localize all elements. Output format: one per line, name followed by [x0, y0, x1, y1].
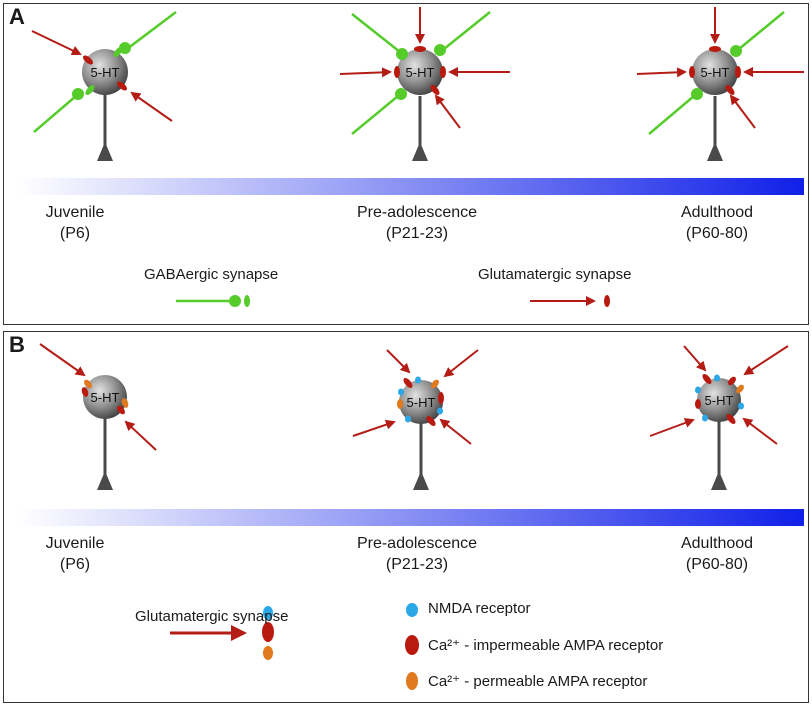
stage-age: (P6) [59, 556, 91, 573]
legend-permeable-swatch [406, 672, 418, 690]
neuron-label: 5-HT [91, 65, 120, 80]
legend-impermeable-swatch [405, 635, 419, 655]
glutamate-arrow [339, 67, 392, 78]
neuron-label: 5-HT [407, 395, 436, 410]
legend-glutamate-symbol [170, 606, 274, 660]
neuron-label: 5-HT [701, 65, 730, 80]
neuron-label: 5-HT [406, 65, 435, 80]
stage-name: Juvenile [45, 204, 105, 221]
legend-glutamate-symbol [530, 295, 610, 307]
legend-nmda-label: NMDA receptor [428, 600, 531, 617]
glutamate-arrow [636, 67, 687, 78]
stage-adulthood-b: Adulthood (P60-80) [617, 533, 812, 575]
panel-a: A [3, 3, 809, 325]
legend-nmda-swatch [406, 603, 418, 617]
legend-permeable-label: Ca²⁺ - permeable AMPA receptor [428, 673, 648, 690]
legend-glutamate-label: Glutamatergic synapse [135, 608, 289, 625]
stage-name: Pre-adolescence [356, 204, 478, 221]
neuron-preadolescence-a: 5-HT [339, 7, 510, 161]
stage-adulthood-a: Adulthood (P60-80) [617, 202, 812, 244]
neuron-adulthood-a: 5-HT [636, 7, 804, 161]
legend-gaba-symbol [176, 295, 250, 307]
stage-name: Pre-adolescence [356, 535, 478, 552]
panel-b: B [3, 331, 809, 703]
stage-age: (P60-80) [685, 225, 749, 242]
panel-a-diagram: 5-HT 5-HT [18, 7, 804, 307]
stage-name: Adulthood [680, 535, 754, 552]
panel-a-letter: A [9, 4, 25, 29]
neuron-juvenile-a: 5-HT [31, 11, 177, 161]
gaba-axon [126, 11, 177, 50]
panel-b-diagram: 5-HT 5-HT [18, 343, 804, 690]
stage-juvenile-b: Juvenile (P6) [0, 533, 175, 575]
glutamate-arrow [729, 94, 756, 129]
neuron-juvenile-b: 5-HT [39, 343, 157, 490]
glutamate-arrow [31, 30, 82, 56]
legend-impermeable-label: Ca²⁺ - impermeable AMPA receptor [428, 637, 664, 654]
stage-name: Juvenile [45, 535, 105, 552]
stage-juvenile-a: Juvenile (P6) [0, 202, 175, 244]
developmental-timeline-bar [18, 509, 804, 526]
neuron-label: 5-HT [705, 393, 734, 408]
neuron-adulthood-b: 5-HT [649, 345, 789, 490]
stage-age: (P6) [59, 225, 91, 242]
stage-name: Adulthood [680, 204, 754, 221]
developmental-timeline-bar [18, 178, 804, 195]
neuron-preadolescence-b: 5-HT [352, 349, 479, 490]
legend-gaba-label: GABAergic synapse [144, 266, 279, 283]
stage-age: (P21-23) [385, 556, 449, 573]
stage-preadolescence-b: Pre-adolescence (P21-23) [317, 533, 517, 575]
glutamate-arrow [434, 94, 461, 129]
stage-preadolescence-a: Pre-adolescence (P21-23) [317, 202, 517, 244]
gaba-axon [33, 95, 77, 133]
glutamate-arrow [130, 91, 173, 122]
panel-b-letter: B [9, 332, 25, 357]
legend-glutamate-label: Glutamatergic synapse [478, 266, 632, 283]
stage-age: (P60-80) [685, 556, 749, 573]
stage-age: (P21-23) [385, 225, 449, 242]
neuron-label: 5-HT [91, 390, 120, 405]
